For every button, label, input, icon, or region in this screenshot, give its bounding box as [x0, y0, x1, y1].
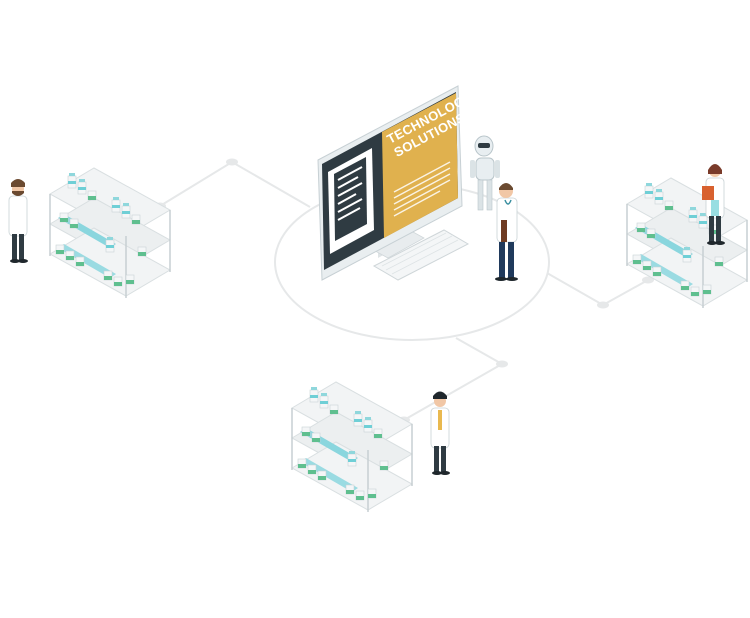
- screen-body-lines: [393, 161, 451, 217]
- doctor-icon: [495, 183, 518, 281]
- node-dot: [642, 276, 654, 284]
- pharmacist-right-icon: [702, 164, 726, 246]
- node-dot: [597, 301, 609, 309]
- pharmacist-left-icon: [8, 179, 29, 264]
- node-dot: [226, 158, 238, 166]
- connector-bottom: [403, 337, 505, 421]
- pharmacist-bottom-icon: [430, 391, 451, 476]
- connector-right: [546, 272, 649, 307]
- shelf-right: [627, 178, 747, 308]
- document-icon: [328, 148, 374, 254]
- node-dot: [496, 360, 508, 368]
- robot-icon: [470, 135, 500, 211]
- computer-monitor-icon: TECHNOLOGY SOLUTIONS: [317, 85, 475, 281]
- shelf-bottom: [292, 382, 412, 512]
- connector-left: [159, 160, 311, 208]
- shelf-left: [50, 168, 170, 298]
- keyboard-icon: [372, 229, 470, 281]
